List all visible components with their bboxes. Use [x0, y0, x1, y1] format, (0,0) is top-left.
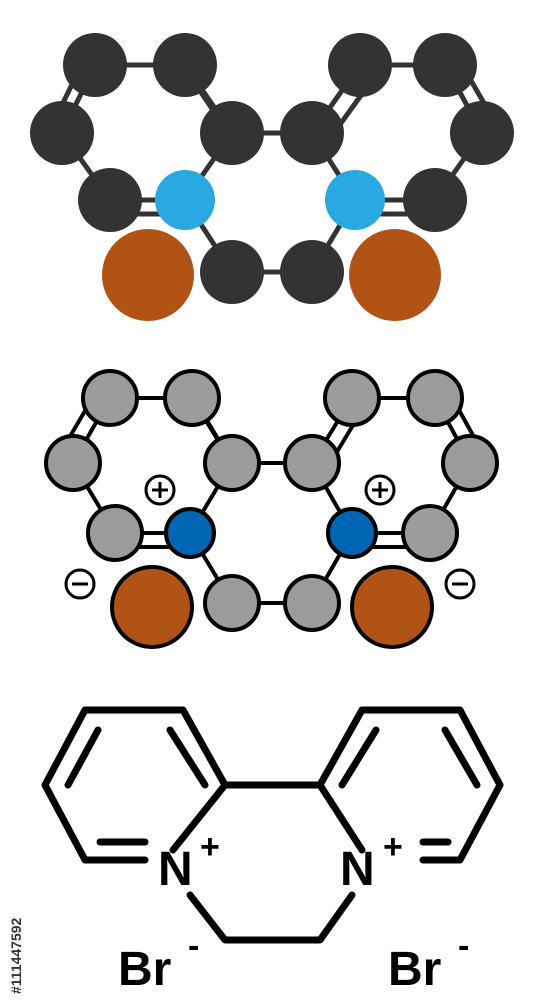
nitrogen-atom: [326, 507, 378, 559]
carbon-atom: [200, 240, 264, 304]
nitrogen-label-right: N: [340, 843, 375, 896]
minus-charge-marker: [64, 568, 96, 600]
carbon-atom: [450, 101, 514, 165]
minus-charge-marker: [444, 568, 476, 600]
skeletal-bonds: [41, 706, 504, 944]
carbon-atom: [163, 369, 221, 427]
carbon-atom: [86, 504, 144, 562]
bromide-label-right: Br: [388, 943, 441, 996]
carbon-atom: [30, 101, 94, 165]
bromide-label-left: Br: [118, 943, 171, 996]
stock-id-label: #111447592: [8, 917, 24, 994]
carbon-atom: [280, 240, 344, 304]
carbon-atom: [81, 369, 139, 427]
carbon-atom: [323, 369, 381, 427]
bromine-atom: [349, 229, 441, 321]
bromide-charge-left: -: [188, 927, 199, 965]
bromine-atom: [110, 565, 194, 649]
carbon-atom: [78, 168, 142, 232]
carbon-atom: [283, 434, 341, 492]
carbon-atom: [44, 434, 102, 492]
carbon-atom: [441, 434, 499, 492]
carbon-atom: [203, 434, 261, 492]
plus-charge-marker: [364, 474, 396, 506]
carbon-atom: [153, 33, 217, 97]
carbon-atom: [328, 33, 392, 97]
skeletal-formula-panel: N + N + Br - Br -: [41, 706, 504, 996]
carbon-atom: [403, 168, 467, 232]
ball-and-stick-panel: [44, 369, 499, 649]
carbon-atom: [413, 33, 477, 97]
nitrogen-charge-left: +: [200, 828, 220, 866]
carbon-atom: [406, 369, 464, 427]
carbon-atom: [200, 101, 264, 165]
nitrogen-label-left: N: [158, 843, 193, 896]
nitrogen-atom: [164, 507, 216, 559]
bromine-atom: [350, 565, 434, 649]
nitrogen-atom: [155, 170, 215, 230]
stock-id-text: #111447592: [8, 917, 24, 994]
carbon-atom: [401, 504, 459, 562]
nitrogen-charge-right: +: [383, 828, 403, 866]
bromide-charge-right: -: [458, 927, 469, 965]
carbon-atom: [280, 101, 344, 165]
carbon-atom: [283, 574, 341, 632]
carbon-atom: [63, 33, 127, 97]
nitrogen-atom: [325, 170, 385, 230]
bromine-atom: [102, 229, 194, 321]
carbon-atom: [203, 574, 261, 632]
ball-model-panel: [30, 33, 514, 321]
plus-charge-marker: [144, 474, 176, 506]
